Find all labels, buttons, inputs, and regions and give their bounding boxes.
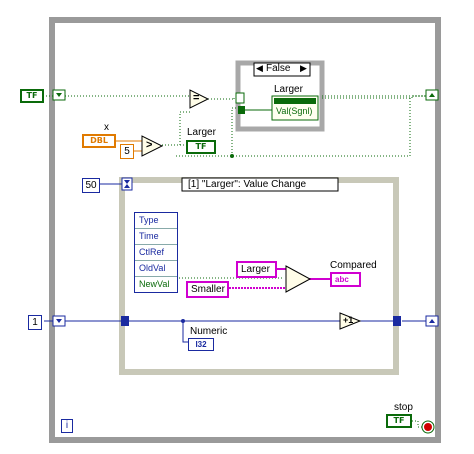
shift-register-right (393, 316, 401, 326)
event-field-type: Type (135, 213, 177, 229)
top-boolean-control[interactable]: TF (20, 89, 44, 103)
case-right-arrow[interactable]: ▶ (300, 63, 307, 73)
shift-register-init-constant[interactable]: 1 (28, 315, 42, 330)
x-label: x (104, 122, 109, 133)
greater-node (141, 135, 164, 157)
x-control[interactable]: DBL (82, 134, 116, 148)
compared-indicator[interactable]: abc (330, 272, 361, 287)
event-data-node: Type Time CtlRef OldVal NewVal (134, 212, 178, 293)
five-constant[interactable]: 5 (120, 144, 134, 159)
larger-indicator-label: Larger (187, 127, 216, 138)
wire-junction (181, 319, 185, 323)
compared-label: Compared (330, 260, 377, 271)
boolean-wire-to-right (233, 95, 428, 99)
int-wire-numeric (182, 321, 188, 343)
equal-node (189, 89, 210, 109)
larger-string-constant[interactable]: Larger (236, 261, 277, 278)
increment-node (339, 312, 362, 330)
case-tunnel (238, 106, 245, 114)
select-node (285, 265, 312, 293)
case-inner-label: Larger (274, 84, 303, 95)
event-field-oldval: OldVal (135, 261, 177, 277)
shift-register-left (121, 316, 129, 326)
event-selector-label[interactable]: [1] "Larger": Value Change (188, 179, 307, 190)
numeric-indicator[interactable]: I32 (188, 338, 214, 351)
larger-indicator[interactable]: TF (186, 140, 216, 154)
case-selector-terminal (235, 92, 245, 104)
case-selector-bar (253, 62, 311, 77)
wire-stub (43, 95, 55, 97)
stop-control[interactable]: TF (386, 414, 412, 428)
numeric-label: Numeric (190, 326, 228, 337)
event-field-newval: NewVal (139, 279, 170, 289)
timeout-constant[interactable]: 50 (82, 178, 100, 193)
stop-label: stop (394, 402, 413, 413)
boolean-wire-bottom (176, 96, 411, 157)
smaller-string-constant[interactable]: Smaller (186, 281, 229, 298)
wire-junction (230, 154, 234, 158)
timeout-terminal (121, 177, 133, 191)
case-left-arrow[interactable]: ◀ (256, 63, 263, 73)
case-selector-label[interactable]: False (266, 63, 291, 74)
event-selector-bar (181, 177, 339, 192)
while-loop-frame (49, 17, 441, 443)
iteration-terminal: i (61, 419, 73, 433)
increment-symbol: +1 (343, 315, 354, 325)
boolean-wire-to-case (231, 107, 240, 156)
greater-symbol: > (146, 139, 153, 151)
event-field-time: Time (135, 229, 177, 245)
property-label: Val(Sgnl) (276, 106, 313, 116)
equal-symbol: = (193, 92, 200, 104)
event-field-ctlref: CtlRef (135, 245, 177, 261)
boolean-wire-larger (162, 111, 190, 146)
